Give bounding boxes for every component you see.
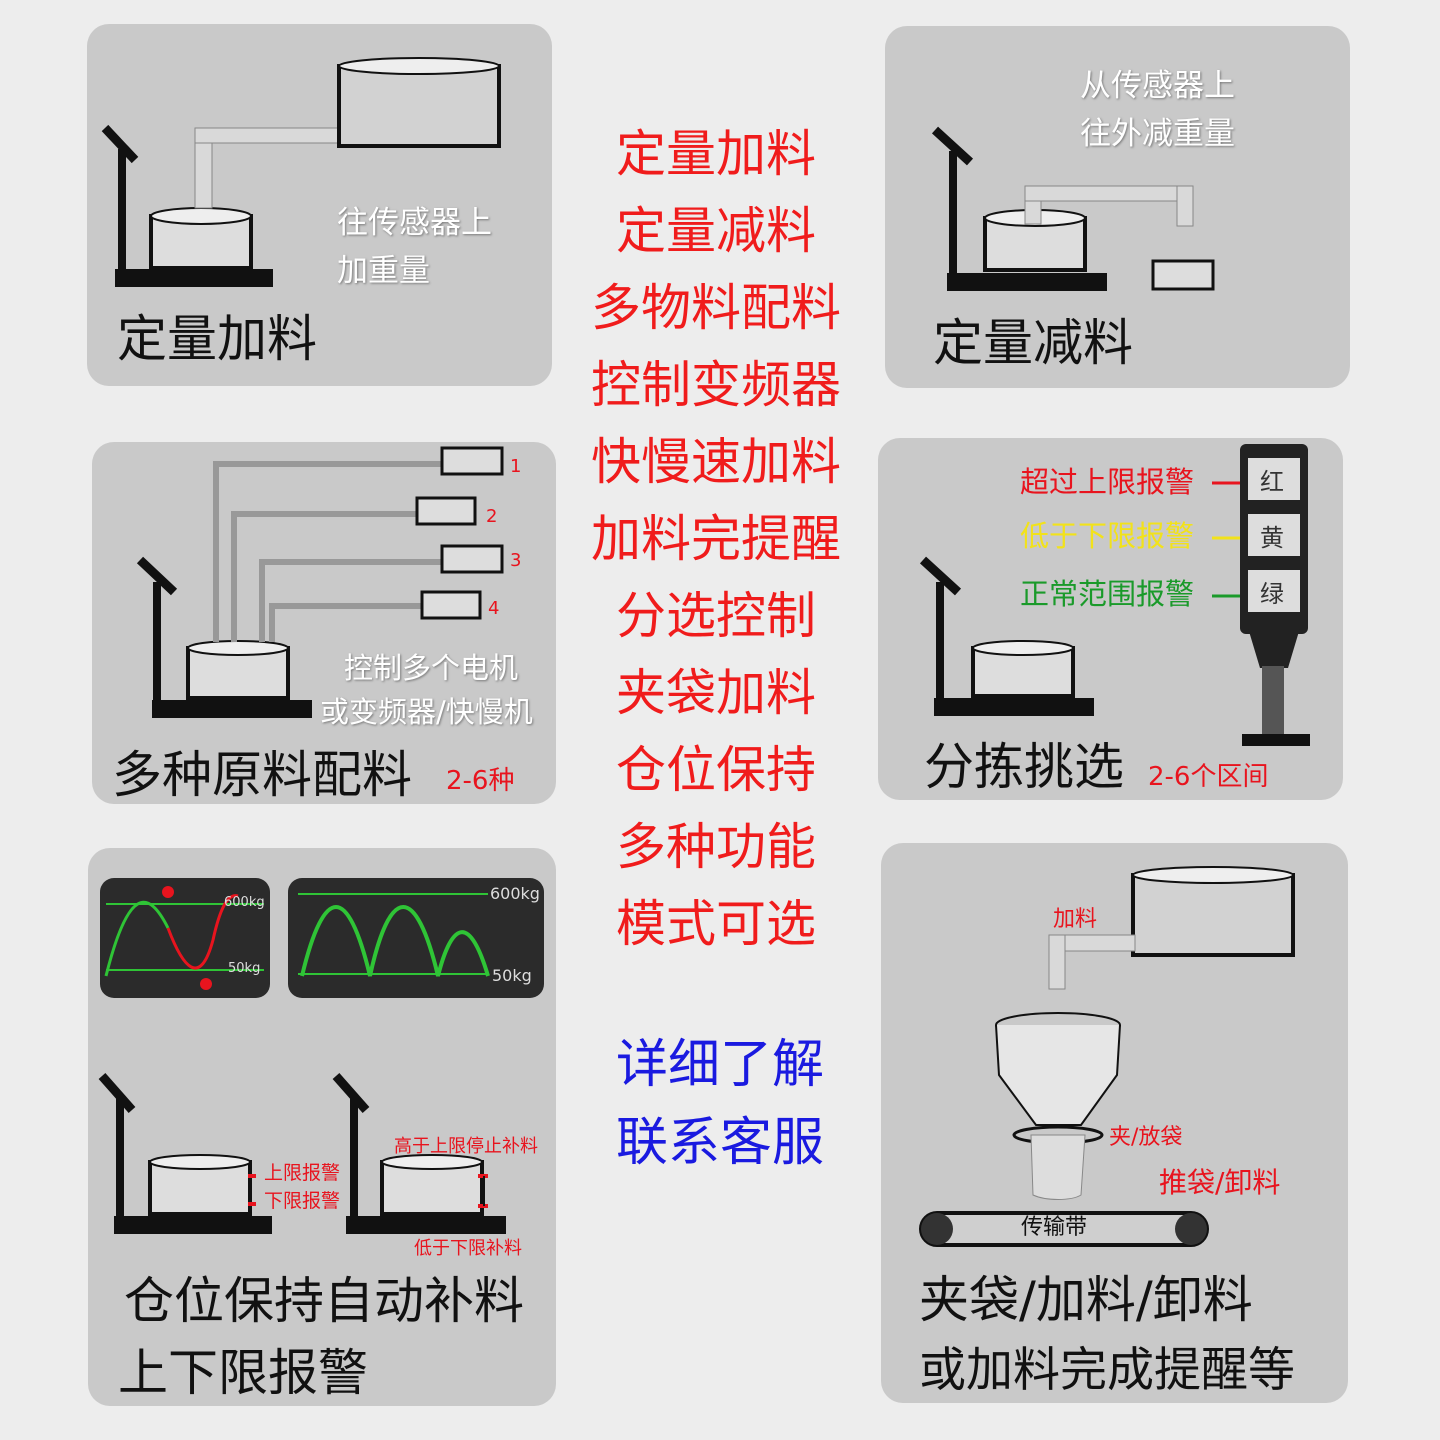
bin-label-3: 3 [510, 550, 522, 571]
alarm-normal-label: 正常范围报警 [1020, 577, 1195, 611]
note-line-1: 从传感器上 [1080, 68, 1235, 104]
panel-sorting: 红 黄 绿 超过上限报警 低于下限报警 正常范围报警 分拣挑选 2-6个区间 [878, 438, 1343, 800]
bin-label-2: 2 [486, 506, 498, 527]
lamp-yellow: 黄 [1260, 524, 1284, 552]
lamp-red: 红 [1260, 468, 1284, 496]
note-line-1: 往传感器上 [337, 205, 492, 241]
chart-lower-label: 50kg [228, 961, 261, 976]
stop-refill-label: 高于上限停止补料 [394, 1136, 538, 1157]
feature-item: 分选控制 [616, 587, 816, 645]
multi-bin-scale-icon [136, 446, 504, 718]
chart2-lower-label: 50kg [492, 966, 532, 985]
feature-item: 加料完提醒 [591, 510, 841, 568]
sorting-scale-icon [919, 444, 1310, 746]
start-refill-label: 低于下限补料 [414, 1238, 522, 1259]
feature-item: 快慢速加料 [591, 433, 841, 491]
feed-label: 加料 [1053, 907, 1098, 932]
panel-title: 分拣挑选 [924, 738, 1124, 796]
feature-item: 定量减料 [616, 202, 816, 260]
panel-title-2: 或加料完成提醒等 [919, 1343, 1295, 1398]
alarm-low-label: 低于下限报警 [1020, 519, 1195, 553]
bin-label-1: 1 [510, 456, 522, 477]
panel-title-1: 夹袋/加料/卸料 [919, 1271, 1253, 1329]
lamp-green: 绿 [1260, 580, 1284, 608]
bag-filling-icon [919, 866, 1295, 1247]
feature-item: 夹袋加料 [616, 664, 816, 722]
alarm-high-label: 超过上限报警 [1020, 465, 1195, 499]
feature-item: 多物料配料 [591, 279, 841, 337]
scale-feeding-icon [101, 57, 501, 287]
feature-item: 控制变频器 [591, 356, 841, 414]
clamp-label: 夹/放袋 [1109, 1125, 1183, 1150]
chart-upper-label: 600kg [224, 895, 265, 910]
panel-title: 多种原料配料 [112, 746, 412, 804]
feature-item: 定量加料 [616, 125, 816, 183]
chart2-upper-label: 600kg [490, 884, 540, 903]
feature-item: 模式可选 [616, 895, 816, 953]
feature-list: 定量加料 定量减料 多物料配料 控制变频器 快慢速加料 加料完提醒 分选控制 夹… [560, 120, 872, 967]
panel-quantitative-feeding: 往传感器上 加重量 定量加料 [87, 24, 552, 386]
panel-title: 定量减料 [933, 314, 1133, 372]
panel-level-keeping: 600kg 50kg 600kg 50kg 上限报警 下限报警 高于上限停止补料… [88, 848, 556, 1406]
note-line-2: 或变频器/快慢机 [320, 695, 533, 729]
level-waveform-charts [98, 878, 544, 1234]
contact-line-1[interactable]: 详细了解 [615, 1035, 824, 1095]
bin-label-4: 4 [488, 598, 500, 619]
panel-multi-material-batching: 1 2 3 4 控制多个电机 或变频器/快慢机 多种原料配料 2-6种 [92, 442, 556, 804]
note-line-2: 往外减重量 [1080, 116, 1235, 152]
contact-block[interactable]: 详细了解 联系客服 [560, 1030, 880, 1186]
push-label: 推袋/卸料 [1159, 1166, 1281, 1199]
conveyor-label: 传输带 [1021, 1215, 1088, 1240]
panel-title-1: 仓位保持自动补料 [124, 1272, 524, 1330]
panel-title: 定量加料 [117, 310, 317, 368]
upper-alarm-label: 上限报警 [264, 1162, 341, 1184]
contact-line-2[interactable]: 联系客服 [615, 1113, 824, 1173]
panel-title-2: 上下限报警 [118, 1344, 368, 1402]
note-line-2: 加重量 [337, 253, 430, 289]
feature-item: 多种功能 [616, 818, 816, 876]
range-badge: 2-6个区间 [1148, 762, 1269, 792]
note-line-1: 控制多个电机 [344, 651, 519, 685]
count-badge: 2-6种 [446, 766, 515, 796]
panel-bag-clamping: 加料 夹/放袋 推袋/卸料 传输带 夹袋/加料/卸料 或加料完成提醒等 [881, 843, 1348, 1403]
scale-reduction-icon [931, 126, 1215, 291]
feature-item: 仓位保持 [616, 741, 816, 799]
panel-quantitative-reduction: 从传感器上 往外减重量 定量减料 [885, 26, 1350, 388]
lower-alarm-label: 下限报警 [264, 1190, 341, 1212]
